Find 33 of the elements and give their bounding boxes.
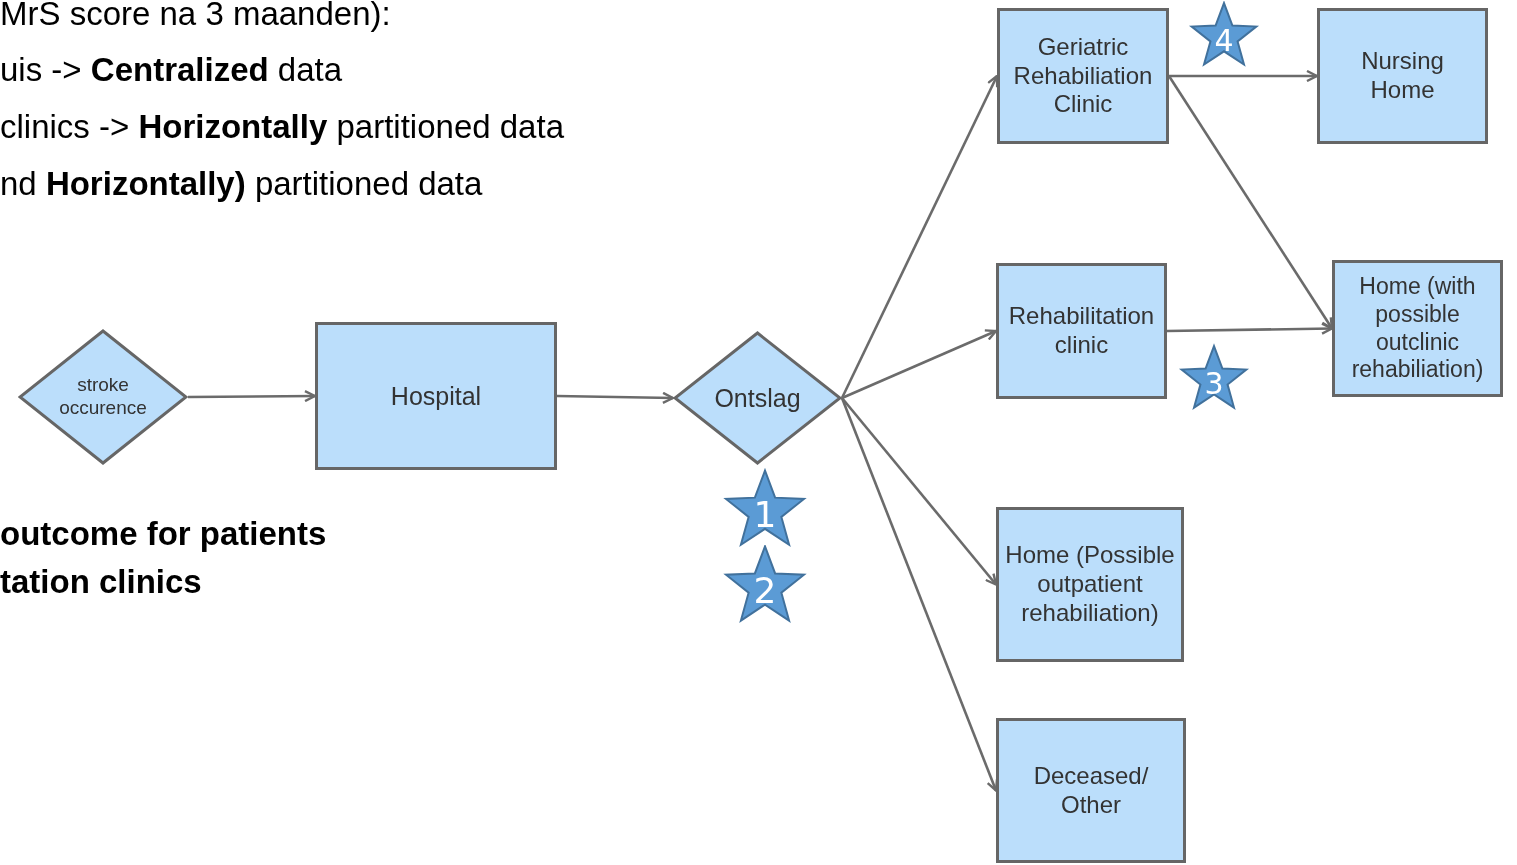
bullet-text: uis -> Centralized data [0, 50, 343, 90]
bullet-text: MrS score na 3 maanden): [0, 0, 391, 34]
callout-number: 4 [1214, 23, 1234, 59]
callout-number: 3 [1204, 366, 1224, 402]
callout-number: 1 [753, 493, 777, 537]
box-label: Home (with possible outclinic rehabiliation) [1350, 273, 1485, 384]
process-box [315, 322, 557, 470]
arrow [1167, 75, 1334, 330]
arrow [841, 329, 998, 400]
diamond-label: stroke occurence [58, 374, 148, 420]
box-label: Rehabilitation clinic [1007, 302, 1156, 360]
process-box [996, 507, 1184, 662]
arrow [1167, 322, 1334, 335]
bullet-text: nd Horizontally) partitioned data [0, 164, 483, 204]
diamond-label: Ontslag [714, 383, 801, 413]
process-box [1317, 8, 1488, 144]
box-label: Deceased/ Other [1032, 761, 1150, 820]
callout-number: 2 [753, 569, 777, 613]
arrow [556, 391, 675, 405]
arrow [1169, 69, 1319, 83]
process-box [997, 8, 1169, 144]
arrow [841, 397, 998, 586]
box-label: Hospital [390, 381, 482, 411]
bullet-text: clinics -> Horizontally partitioned data [0, 107, 564, 147]
heading-text: outcome for patients tation clinics [0, 514, 328, 602]
process-box [996, 718, 1186, 863]
box-label: Geriatric Rehabiliation Clinic [1012, 32, 1154, 120]
arrow [840, 74, 999, 399]
process-box [1332, 260, 1503, 397]
box-label: Home (Possible outpatient rehabiliation) [1005, 541, 1175, 628]
box-label: Nursing Home [1360, 47, 1445, 105]
process-box [996, 263, 1167, 399]
arrow [188, 389, 317, 403]
